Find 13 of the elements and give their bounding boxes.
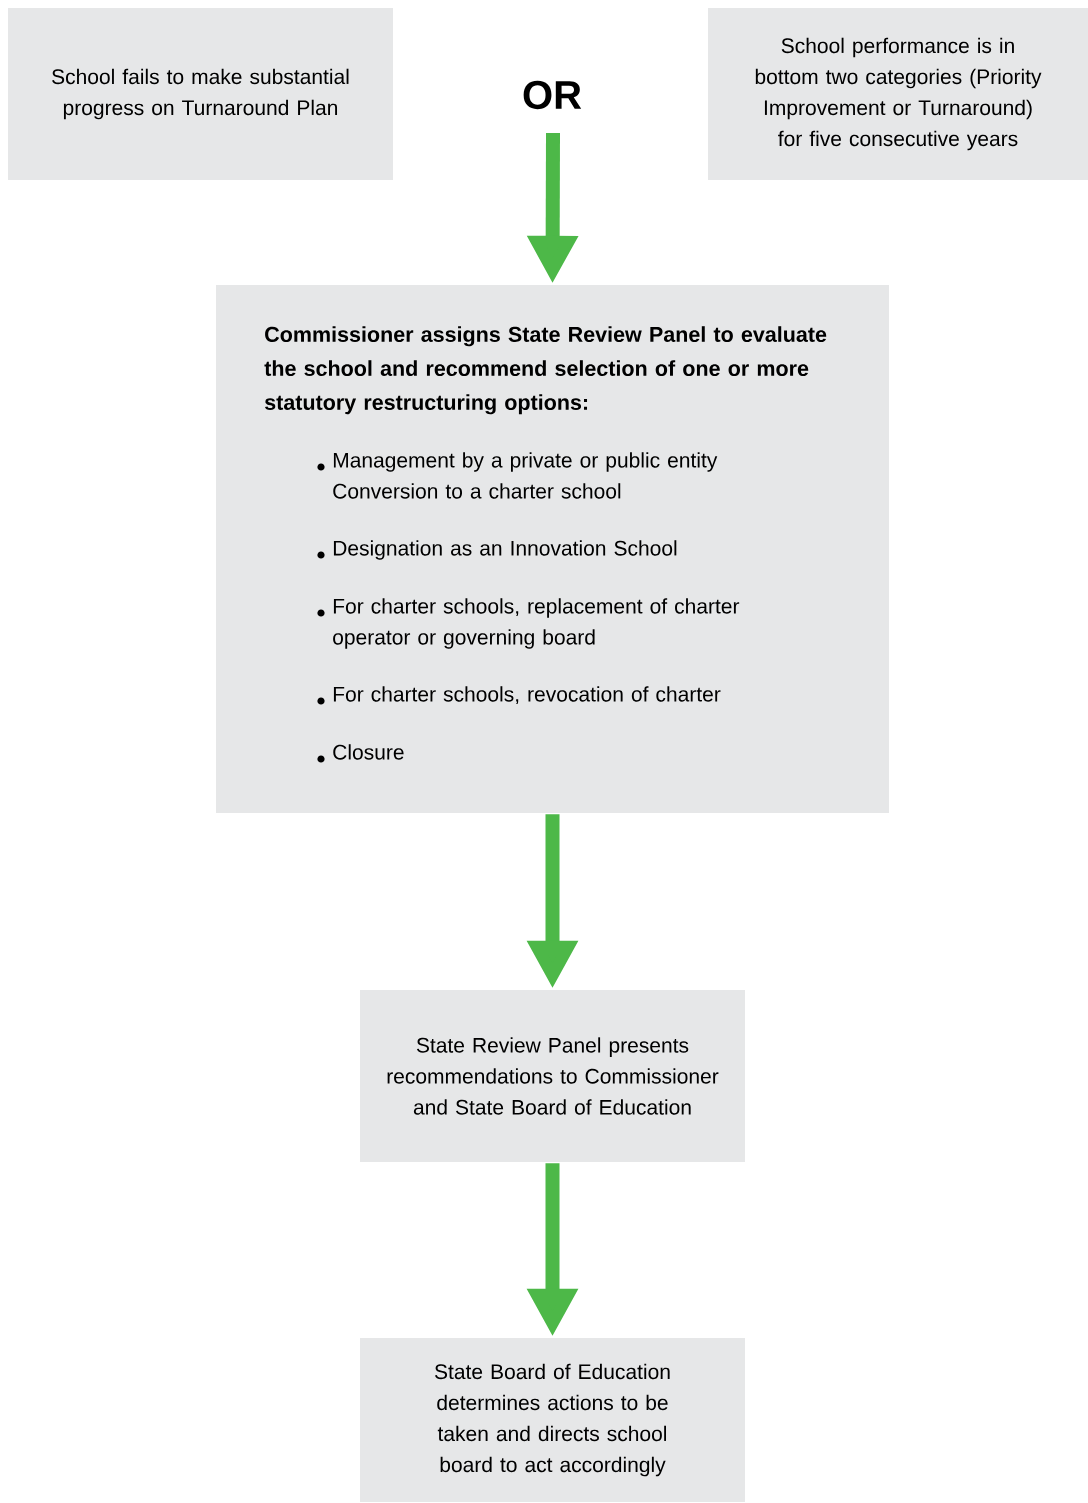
text-box: School performance is in bottom two categories (Priority Improvement or Turnaround) for five consecutive years xyxy=(708,8,1088,180)
heading-text: Commissioner assigns State Review Panel to evaluate the school and recommend selection of one or more statutory restructuring options: xyxy=(264,326,827,415)
text-box: State Review Panel presents recommendations to Commissioner and State Board of Education xyxy=(360,990,745,1162)
text-box: State Board of Education determines actions to be taken and directs school board to act accordingly xyxy=(360,1338,745,1502)
list-item: Conversion to a charter school xyxy=(333,483,621,499)
text-box: School fails to make substantial progress on Turnaround Plan xyxy=(8,8,393,180)
list-item: Closure xyxy=(333,744,404,760)
list-item: For charter schools, revocation of charter xyxy=(333,686,721,705)
list-item: Management by a private or public entity xyxy=(333,452,718,472)
list-item: For charter schools, replacement of charter operator or governing board xyxy=(333,598,740,649)
panel-box xyxy=(216,285,889,813)
list-item: Designation as an Innovation School xyxy=(333,540,677,560)
or-label: OR xyxy=(523,80,582,110)
